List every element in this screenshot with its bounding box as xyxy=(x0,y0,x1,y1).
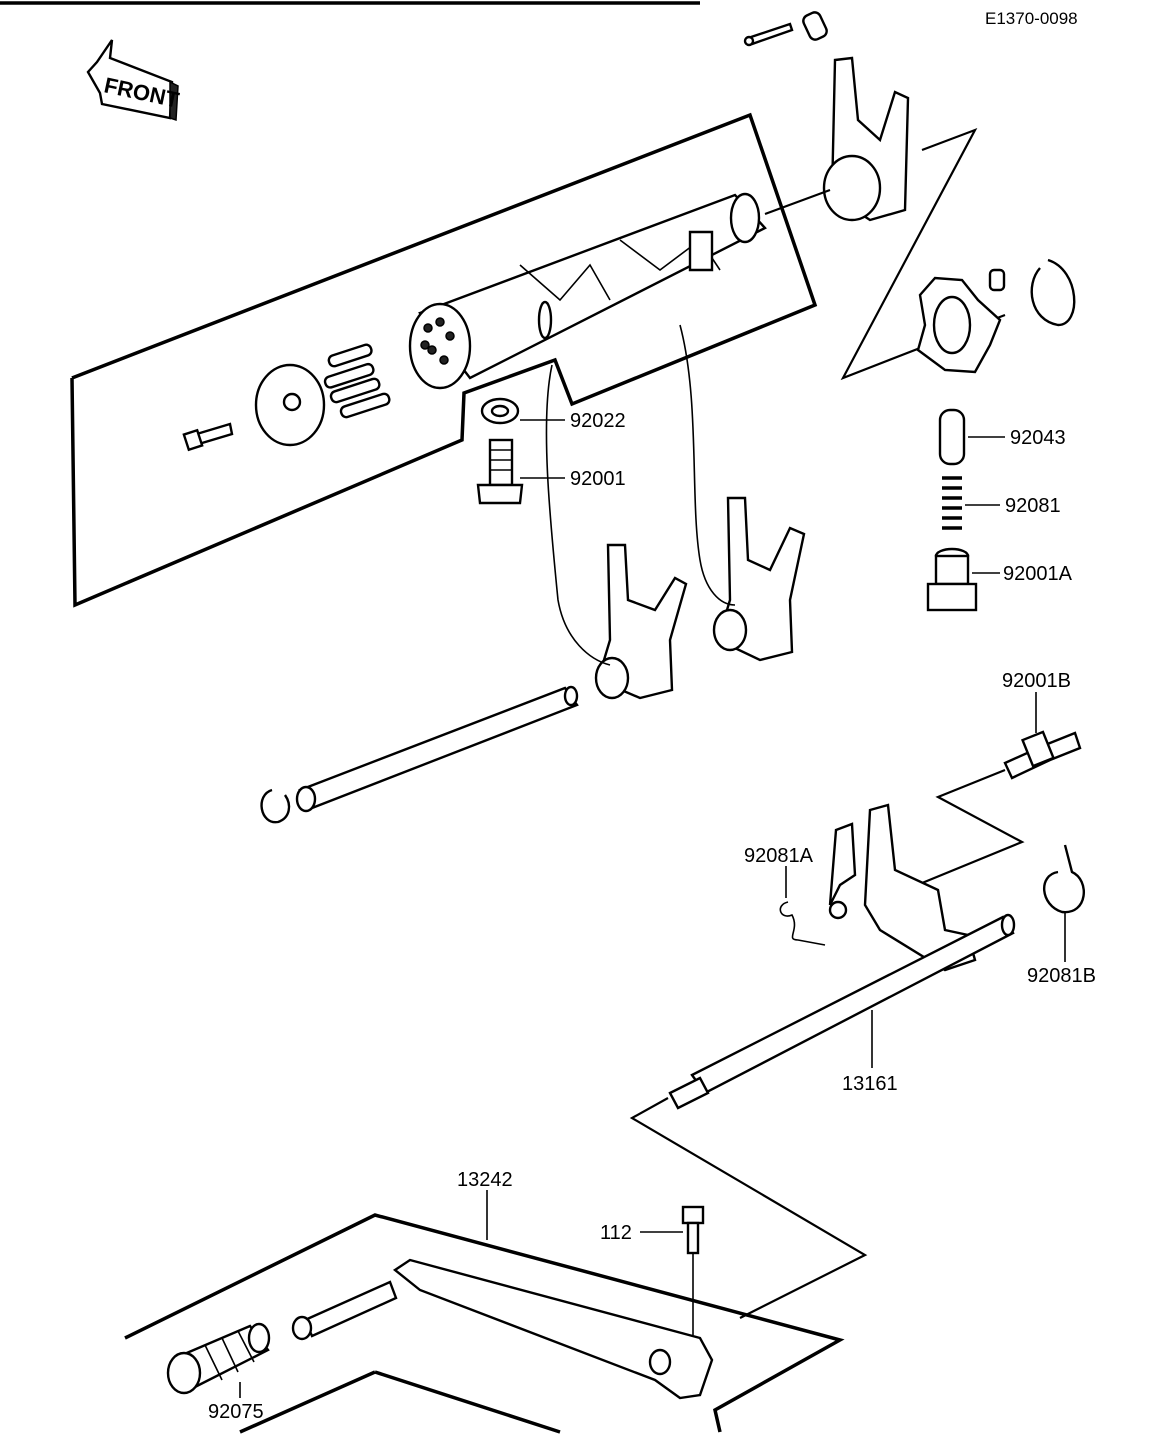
plug-92001A xyxy=(926,547,978,612)
drum-cam-plate xyxy=(254,363,326,447)
bolt-112 xyxy=(681,1205,705,1255)
front-arrow-icon: FRONT xyxy=(86,39,182,122)
cotter-pin-icon xyxy=(743,22,794,47)
spring-92081B xyxy=(1042,844,1085,914)
label-13242: 13242 xyxy=(457,1169,513,1191)
label-92022: 92022 xyxy=(570,410,626,432)
bolt-92001B xyxy=(1003,730,1082,780)
washer-92022 xyxy=(480,397,520,425)
label-92081: 92081 xyxy=(1005,495,1061,517)
shift-pedal-13242 xyxy=(291,1258,714,1400)
label-92001A: 92001A xyxy=(1003,563,1073,585)
label-92043: 92043 xyxy=(1010,427,1066,449)
bolt-92001 xyxy=(476,438,524,505)
spring-92081 xyxy=(942,476,962,530)
label-92075: 92075 xyxy=(208,1401,264,1423)
detent-pin-92043 xyxy=(938,408,966,466)
label-92001: 92001 xyxy=(570,468,626,490)
shift-drum xyxy=(408,192,767,390)
label-92081B: 92081B xyxy=(1027,965,1096,987)
fork-left-guide-curve xyxy=(545,364,611,666)
drawing-code: E1370-0098 xyxy=(985,9,1078,28)
bolt-guide-line xyxy=(904,768,1025,892)
pedal-group-outline-upper xyxy=(124,1213,845,1433)
label-92081A: 92081A xyxy=(744,845,814,867)
circlip-upper-icon xyxy=(1030,258,1076,327)
detent-pin xyxy=(988,268,1006,292)
pedal-group-outline-lower-right xyxy=(374,1370,561,1434)
shift-fork-upper xyxy=(822,56,910,222)
drum-screw xyxy=(182,422,234,452)
upper-fork-guide-line xyxy=(764,188,831,216)
shift-fork-left xyxy=(594,543,688,700)
shaft-pedal-guide-line xyxy=(629,1097,868,1319)
pedal-group-outline-lower xyxy=(239,1370,376,1434)
drum-pins xyxy=(323,343,391,419)
shift-drum-group-outline xyxy=(70,112,818,608)
circlip-shaft-icon xyxy=(260,788,291,824)
pin-icon xyxy=(802,11,828,41)
fork-right-guide-curve xyxy=(679,324,736,606)
detent-gear xyxy=(916,276,1002,374)
shift-shaft-13161 xyxy=(668,913,1016,1110)
label-92001B: 92001B xyxy=(1002,670,1071,692)
shift-fork-right xyxy=(712,496,806,662)
spring-92081A xyxy=(779,901,826,946)
label-13161: 13161 xyxy=(842,1073,898,1095)
pedal-rubber-92075 xyxy=(166,1322,271,1395)
fork-shaft xyxy=(295,685,579,813)
label-112: 112 xyxy=(600,1222,632,1244)
